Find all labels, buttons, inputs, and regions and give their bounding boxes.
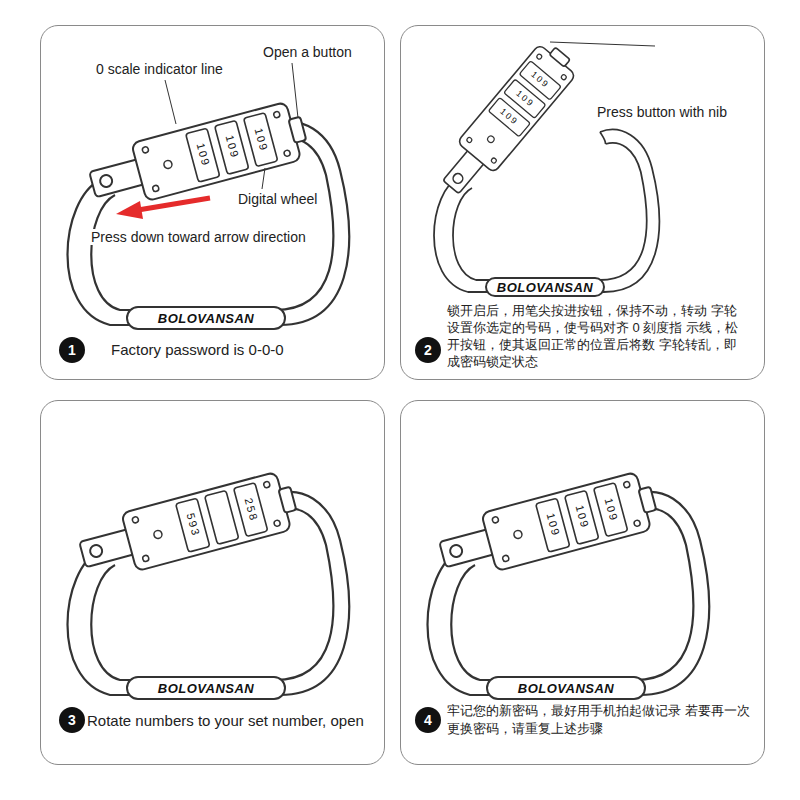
leader-line [165, 80, 176, 124]
step-instruction: Factory password is 0-0-0 [111, 339, 284, 361]
combination-lock [75, 469, 301, 583]
brand-band: BOLOVANSAN [126, 306, 286, 330]
callout-number: 2 [424, 342, 432, 358]
callout-number: 1 [68, 342, 76, 358]
step-instruction: 锁开启后，用笔尖按进按钮，保持不动，转动 字轮设置你选定的号码，使号码对齐 0 … [447, 302, 747, 370]
combination-lock [435, 469, 661, 583]
step-panel: Rotate numbers to your set number, open 3… [40, 400, 385, 765]
step-instruction: 牢记您的新密码，最好用手机拍起做记录 若要再一次更换密码，请重复上述步骤 [447, 702, 752, 738]
callout-number: 4 [424, 712, 432, 728]
brand-name: BOLOVANSAN [158, 681, 254, 696]
brand-name: BOLOVANSAN [518, 681, 614, 696]
leader-line [550, 42, 655, 46]
brand-band: BOLOVANSAN [126, 676, 286, 700]
brand-name: BOLOVANSAN [497, 280, 593, 295]
callout-number: 3 [59, 707, 85, 733]
part-label: Digital wheel [237, 191, 318, 207]
leader-line [262, 168, 265, 189]
press-arrow [138, 198, 210, 210]
leader-line [292, 63, 298, 118]
instruction-note: Press down toward arrow direction [90, 229, 307, 245]
step-panel: Factory password is 0-0-0 1 BOLOVANSAN [40, 25, 385, 380]
press-arrowhead [116, 201, 143, 219]
callout-number: 2 [415, 337, 441, 363]
callout-number: 3 [68, 712, 76, 728]
part-label: Press button with nib [596, 104, 728, 120]
part-label: 0 scale indicator line [95, 61, 224, 77]
step-panel: 牢记您的新密码，最好用手机拍起做记录 若要再一次更换密码，请重复上述步骤 4 BOL… [400, 400, 765, 765]
step-panel: 锁开启后，用笔尖按进按钮，保持不动，转动 字轮设置你选定的号码，使号码对齐 0 … [400, 25, 765, 380]
brand-name: BOLOVANSAN [158, 311, 254, 326]
part-label: Open a button [262, 44, 353, 60]
callout-number: 4 [415, 707, 441, 733]
combination-lock [432, 38, 581, 202]
brand-band: BOLOVANSAN [486, 676, 646, 700]
step-instruction: Rotate numbers to your set number, open [87, 710, 364, 732]
callout-number: 1 [59, 337, 85, 363]
brand-band: BOLOVANSAN [485, 277, 605, 297]
